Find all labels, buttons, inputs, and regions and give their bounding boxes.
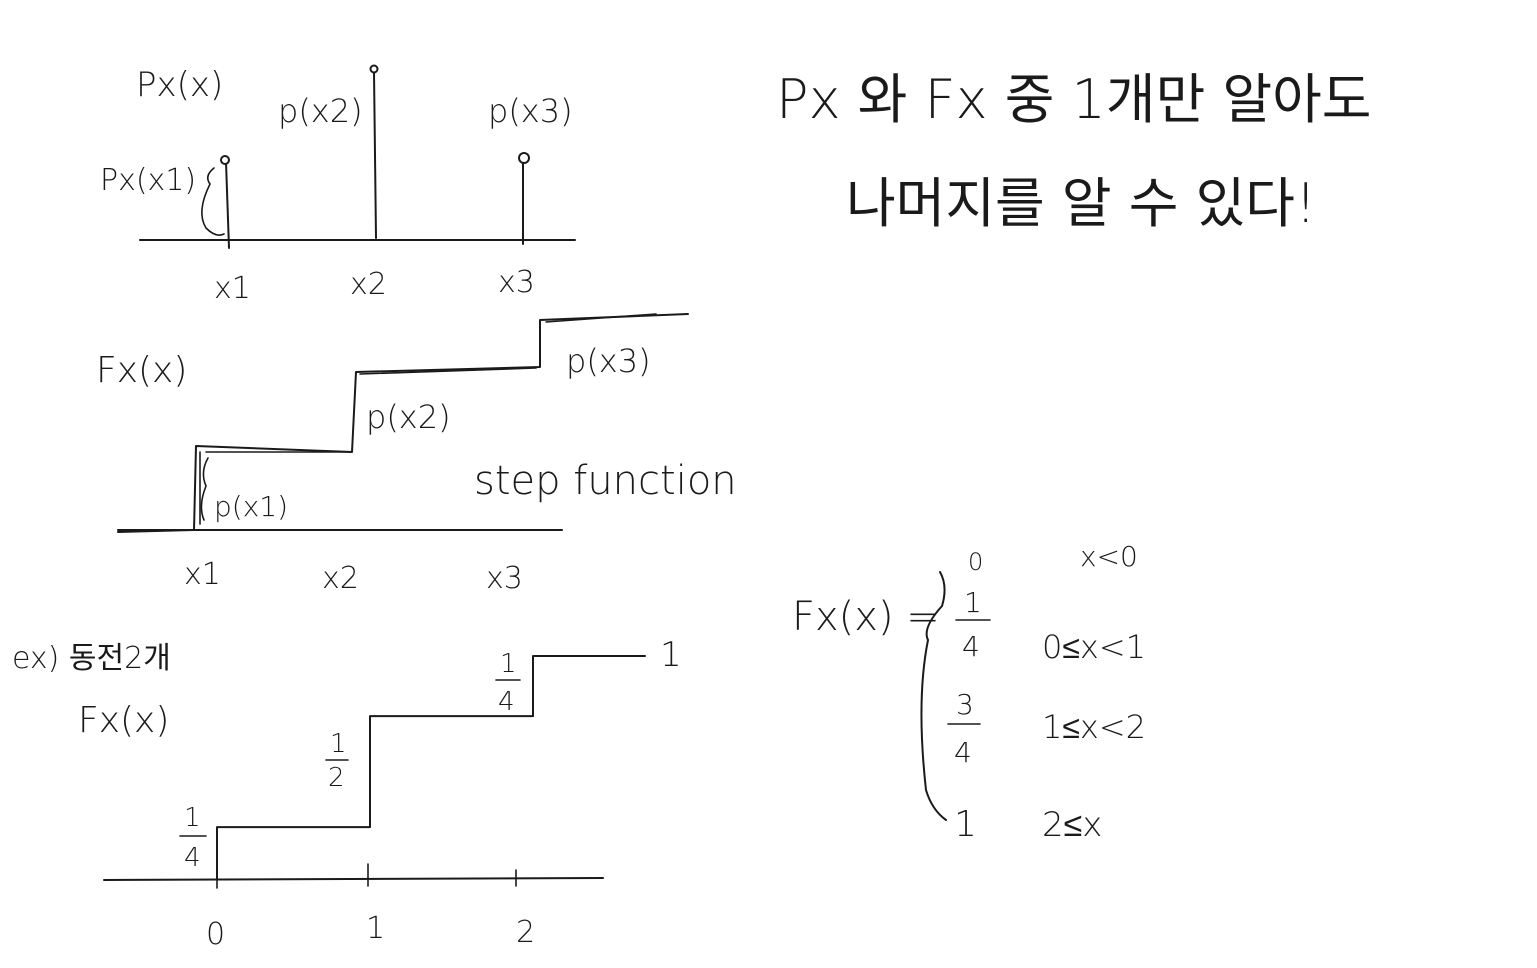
example-x-axis: [103, 877, 604, 881]
case-2-num: 3: [956, 688, 974, 721]
cdf-tick-x3: x3: [486, 561, 523, 596]
example-jump-2: 1 4: [495, 649, 521, 717]
cdf-jump-x3: p(x3): [566, 342, 651, 380]
pmf-label-x2: p(x2): [278, 92, 363, 130]
example-end-value: 1: [660, 635, 682, 675]
pmf-plot: Px(x) Px(x1) p(x2) p(x3) x1 x2 x3: [100, 64, 576, 306]
case-2-den: 4: [954, 736, 972, 769]
example-jump-2-den: 4: [498, 687, 515, 717]
cdf-step-line: [117, 313, 689, 533]
pmf-stem-head-x3: [518, 152, 530, 164]
case-1-den: 4: [962, 630, 980, 663]
note: Px 와 Fx 중 1개만 알아도 나머지를 알 수 있다!: [776, 68, 1371, 235]
pmf-stem-x1: [225, 161, 230, 249]
example-tick-0: 0: [206, 917, 225, 952]
cdf-caption: step function: [474, 458, 737, 504]
example-step-line: [216, 655, 646, 879]
case-3-condition: 2≤x: [1042, 805, 1102, 845]
note-line-1: Px 와 Fx 중 1개만 알아도: [776, 68, 1371, 131]
cdf-title: Fx(x): [96, 350, 187, 391]
cdf-plot: Fx(x) p(x1) p(x2) p(x3) step function x1…: [96, 313, 737, 596]
example-title: Fx(x): [78, 700, 169, 741]
piecewise-brace: [920, 571, 947, 821]
example-jump-0-den: 4: [184, 843, 201, 873]
cdf-tick-x1: x1: [184, 557, 221, 592]
pmf-tick-x2: x2: [350, 267, 387, 302]
example-jump-1-num: 1: [330, 729, 347, 759]
cdf-step-outline-1: [199, 451, 351, 525]
example-jump-2-num: 1: [500, 649, 517, 679]
cdf-jump-x1: p(x1): [214, 490, 288, 523]
case-0-value: 0: [968, 548, 983, 576]
cdf-tick-x2: x2: [322, 561, 359, 596]
piecewise: Fx(x) = 0 x<0 1 4 0≤x<1 3 4 1≤x<2 1 2≤x: [792, 540, 1146, 845]
case-2-condition: 1≤x<2: [1042, 708, 1146, 746]
pmf-stem-x2: [373, 71, 377, 239]
case-3-value: 1: [954, 804, 977, 845]
example-tick-2: 2: [516, 915, 535, 950]
example-jump-0: 1 4: [179, 803, 207, 873]
piecewise-lhs: Fx(x) =: [792, 594, 940, 640]
case-1-num: 1: [964, 586, 982, 619]
cdf-jump-x2: p(x2): [366, 398, 451, 436]
case-1-condition: 0≤x<1: [1042, 628, 1146, 666]
pmf-label-x1: Px(x1): [100, 163, 196, 198]
example-jump-1-den: 2: [328, 763, 345, 793]
pmf-title: Px(x): [136, 65, 223, 105]
case-0-condition: x<0: [1080, 540, 1138, 573]
pmf-stem-head-x1: [220, 155, 230, 165]
example-label: ex) 동전2개: [12, 641, 171, 676]
cdf-brace-x1: [200, 457, 209, 521]
example-tick-1: 1: [366, 911, 385, 946]
pmf-label-x3: p(x3): [488, 92, 573, 130]
pmf-brace-x1: [201, 167, 225, 236]
example-plot: ex) 동전2개 Fx(x) 1 4 1 2 1 4 1 0 1 2: [12, 635, 682, 952]
example-jump-1: 1 2: [325, 729, 349, 793]
example-jump-0-num: 1: [184, 803, 201, 833]
cdf-step-outline-2: [359, 313, 657, 375]
pmf-stem-head-x2: [369, 64, 379, 74]
pmf-tick-x1: x1: [214, 271, 251, 306]
pmf-tick-x3: x3: [498, 265, 535, 300]
note-line-2: 나머지를 알 수 있다!: [846, 172, 1317, 235]
